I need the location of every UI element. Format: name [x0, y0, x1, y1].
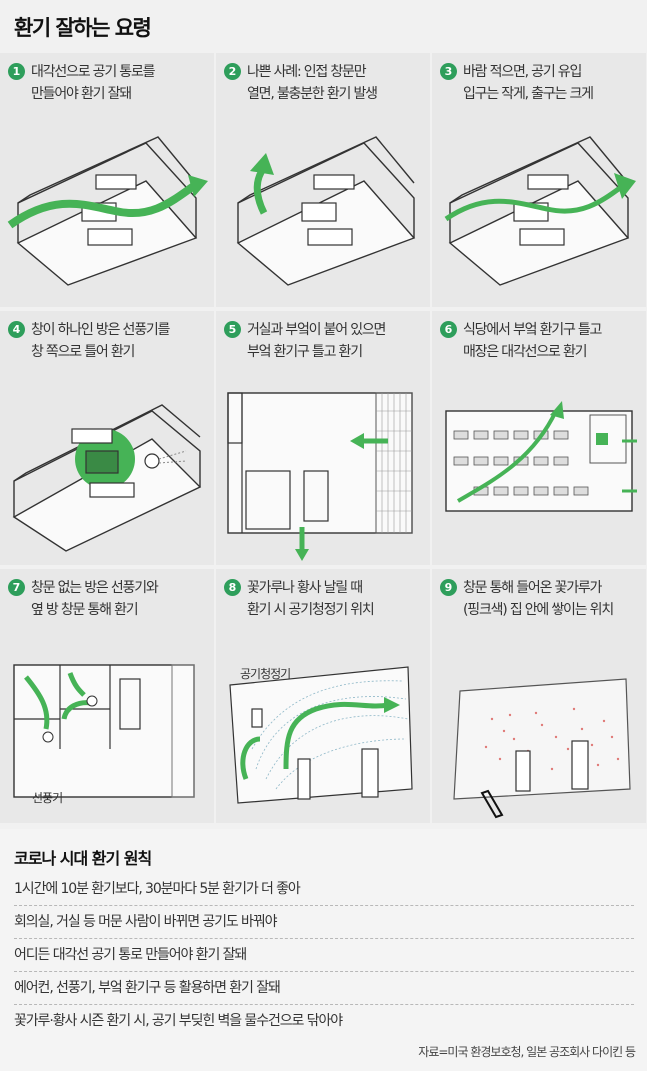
caption-line-2: 열면, 불충분한 환기 발생: [247, 86, 378, 102]
tip-panel-5: 5 거실과 부엌이 붙어 있으면 부엌 환기구 틀고 환기: [216, 311, 430, 565]
rule-item: 꽃가루·황사 시즌 환기 시, 공기 부딪힌 벽을 물수건으로 닦아야: [14, 1013, 343, 1029]
air-purifier-label: 공기청정기: [240, 667, 291, 681]
room-fan-window-illustration: [12, 404, 202, 552]
source-credit: 자료=미국 환경보호청, 일본 공조회사 다이킨 등: [418, 1045, 636, 1059]
tip-caption: 5 거실과 부엌이 붙어 있으면 부엌 환기구 틀고 환기: [224, 319, 428, 363]
caption-line-2: 부엌 환기구 틀고 환기: [247, 344, 363, 360]
tip-panel-8: 8 꽃가루나 황사 날릴 때 환기 시 공기청정기 위치 공기청정기: [216, 569, 430, 823]
tip-panel-4: 4 창이 하나인 방은 선풍기를 창 쪽으로 틀어 환기: [0, 311, 214, 565]
tip-caption: 1 대각선으로 공기 통로를 만들어야 환기 잘돼: [8, 61, 212, 105]
room-air-purifier-illustration: [229, 666, 413, 804]
room-diagonal-illustration: [7, 136, 208, 286]
floorplan-fan-illustration: [13, 664, 195, 798]
ventilation-rules-section: 코로나 시대 환기 원칙 1시간에 10분 환기보다, 30분마다 5분 환기가…: [0, 829, 647, 1071]
tip-caption: 6 식당에서 부엌 환기구 틀고 매장은 대각선으로 환기: [440, 319, 644, 363]
caption-line-1: 거실과 부엌이 붙어 있으면: [247, 322, 386, 338]
caption-line-2: 환기 시 공기청정기 위치: [247, 602, 375, 618]
tip-caption: 2 나쁜 사례: 인접 창문만 열면, 불충분한 환기 발생: [224, 61, 428, 105]
tip-caption: 9 창문 통해 들어온 꽃가루가 (핑크색) 집 안에 쌓이는 위치: [440, 577, 644, 621]
caption-line-1: 대각선으로 공기 통로를: [31, 64, 156, 80]
step-number: 7: [8, 579, 25, 596]
page-title: 환기 잘하는 요령: [14, 16, 152, 40]
step-number: 1: [8, 63, 25, 80]
caption-line-1: 식당에서 부엌 환기구 틀고: [463, 322, 602, 338]
tip-caption: 3 바람 적으면, 공기 유입 입구는 작게, 출구는 크게: [440, 61, 644, 105]
caption-line-2: (핑크색) 집 안에 쌓이는 위치: [463, 602, 614, 618]
caption-line-2: 입구는 작게, 출구는 크게: [463, 86, 594, 102]
rule-item: 회의실, 거실 등 머문 사람이 바뀌면 공기도 바꿔야: [14, 906, 634, 939]
rule-item: 어디든 대각선 공기 통로 만들어야 환기 잘돼: [14, 939, 634, 972]
rules-list: 1시간에 10분 환기보다, 30분마다 5분 환기가 더 좋아 회의실, 거실…: [14, 873, 634, 1038]
step-number: 4: [8, 321, 25, 338]
rule-item: 에어컨, 선풍기, 부엌 환기구 등 활용하면 환기 잘돼: [14, 972, 634, 1005]
tip-caption: 8 꽃가루나 황사 날릴 때 환기 시 공기청정기 위치: [224, 577, 428, 621]
rule-item: 1시간에 10분 환기보다, 30분마다 5분 환기가 더 좋아: [14, 873, 634, 906]
step-number: 2: [224, 63, 241, 80]
floorplan-kitchen-vent-illustration: [227, 392, 413, 561]
tip-panel-9: 9 창문 통해 들어온 꽃가루가 (핑크색) 집 안에 쌓이는 위치: [432, 569, 646, 823]
room-pollen-illustration: [453, 678, 631, 819]
step-number: 5: [224, 321, 241, 338]
restaurant-floorplan-illustration: [445, 401, 637, 512]
tip-panel-2: 2 나쁜 사례: 인접 창문만 열면, 불충분한 환기 발생: [216, 53, 430, 307]
step-number: 6: [440, 321, 457, 338]
tip-panel-1: 1 대각선으로 공기 통로를 만들어야 환기 잘돼: [0, 53, 214, 307]
caption-line-1: 바람 적으면, 공기 유입: [463, 64, 582, 80]
tip-caption: 4 창이 하나인 방은 선풍기를 창 쪽으로 틀어 환기: [8, 319, 212, 363]
caption-line-2: 만들어야 환기 잘돼: [31, 86, 132, 102]
tip-caption: 7 창문 없는 방은 선풍기와 옆 방 창문 통해 환기: [8, 577, 212, 621]
caption-line-1: 꽃가루나 황사 날릴 때: [247, 580, 363, 596]
room-bad-example-illustration: [236, 136, 416, 286]
step-number: 9: [440, 579, 457, 596]
caption-line-2: 창 쪽으로 틀어 환기: [31, 344, 135, 360]
rules-heading: 코로나 시대 환기 원칙: [14, 849, 152, 868]
tip-panel-3: 3 바람 적으면, 공기 유입 입구는 작게, 출구는 크게: [432, 53, 646, 307]
fan-label: 선풍기: [32, 791, 63, 805]
caption-line-2: 옆 방 창문 통해 환기: [31, 602, 139, 618]
caption-line-2: 매장은 대각선으로 환기: [463, 344, 588, 360]
caption-line-1: 나쁜 사례: 인접 창문만: [247, 64, 367, 80]
tips-grid: 1 대각선으로 공기 통로를 만들어야 환기 잘돼 2 나쁜 사례: 인접 창문만 …: [0, 53, 647, 827]
step-number: 3: [440, 63, 457, 80]
caption-line-1: 창문 통해 들어온 꽃가루가: [463, 580, 602, 596]
tip-panel-6: 6 식당에서 부엌 환기구 틀고 매장은 대각선으로 환기: [432, 311, 646, 565]
tip-panel-7: 7 창문 없는 방은 선풍기와 옆 방 창문 통해 환기 선풍기: [0, 569, 214, 823]
caption-line-1: 창문 없는 방은 선풍기와: [31, 580, 159, 596]
room-inlet-outlet-illustration: [444, 136, 636, 286]
caption-line-1: 창이 하나인 방은 선풍기를: [31, 322, 170, 338]
step-number: 8: [224, 579, 241, 596]
